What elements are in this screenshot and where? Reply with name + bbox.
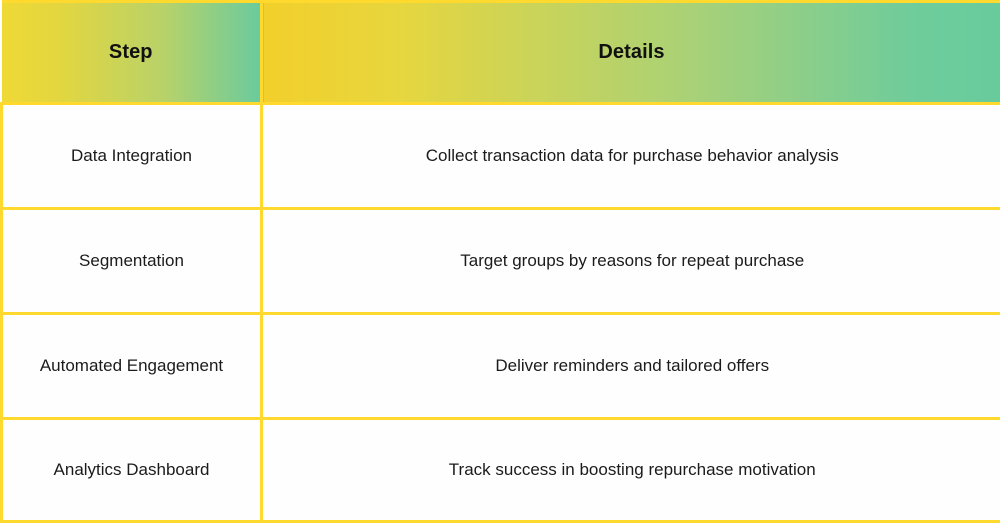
header-row: Step Details (1, 0, 1000, 105)
table-row: Automated Engagement Deliver reminders a… (0, 313, 1000, 420)
table-row: Segmentation Target groups by reasons fo… (0, 208, 1000, 315)
cell-step: Data Integration (0, 103, 263, 210)
cell-step: Segmentation (0, 208, 263, 315)
table-body: Data Integration Collect transaction dat… (0, 103, 1000, 523)
cell-step: Automated Engagement (0, 313, 263, 420)
cell-details: Target groups by reasons for repeat purc… (260, 208, 1000, 315)
cell-step: Analytics Dashboard (0, 418, 263, 523)
table-row: Analytics Dashboard Track success in boo… (0, 418, 1000, 523)
cell-details: Deliver reminders and tailored offers (260, 313, 1000, 420)
column-header-details: Details (261, 0, 1000, 105)
table-row: Data Integration Collect transaction dat… (0, 103, 1000, 210)
column-header-step: Step (1, 0, 263, 105)
cell-details: Track success in boosting repurchase mot… (260, 418, 1000, 523)
cell-details: Collect transaction data for purchase be… (260, 103, 1000, 210)
table-header: Step Details (1, 0, 1000, 105)
